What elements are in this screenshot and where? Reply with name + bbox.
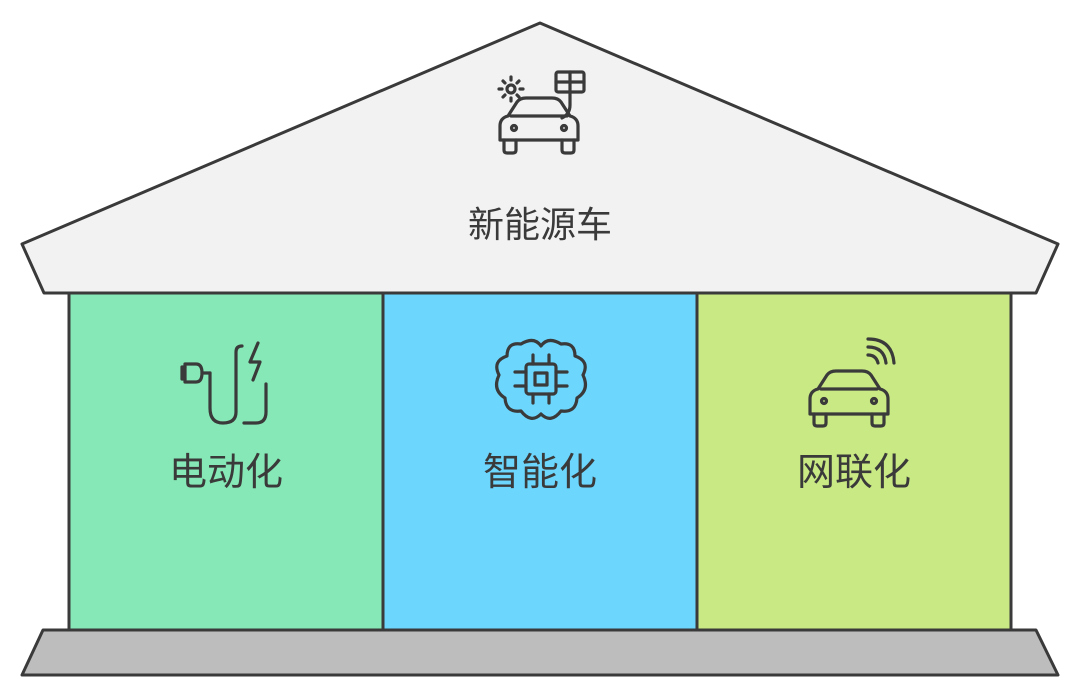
ev-charging-plug-icon — [180, 341, 268, 425]
roof — [20, 21, 1060, 295]
pillar-electrification — [67, 291, 385, 632]
solar-car-icon — [497, 70, 586, 155]
ai-brain-chip-icon — [494, 338, 588, 420]
pillar-label-electrification: 电动化 — [169, 450, 283, 494]
pillar-label-intelligence: 智能化 — [483, 450, 597, 494]
connected-car-icon — [808, 337, 896, 428]
roof-title: 新能源车 — [468, 205, 612, 246]
pillar-intelligence — [381, 291, 699, 632]
pillar-label-connectivity: 网联化 — [797, 450, 911, 494]
base-platform — [20, 628, 1060, 677]
